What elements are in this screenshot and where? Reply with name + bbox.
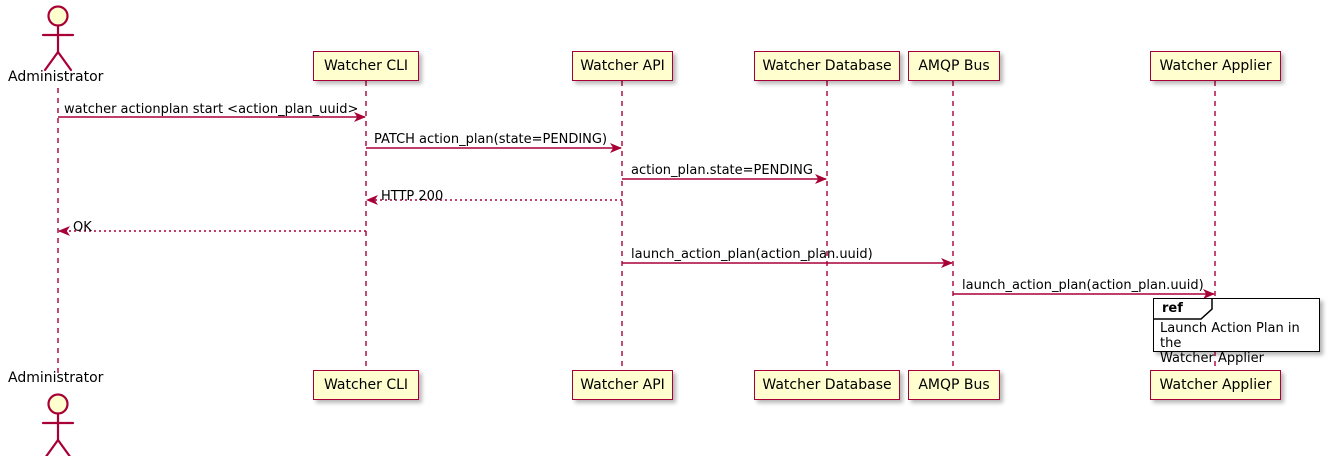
participant-label-watcher-applier-top: Watcher Applier [1159, 58, 1272, 74]
participant-box-watcher-cli-bottom[interactable]: Watcher CLI [313, 370, 419, 400]
actor-head-bottom [47, 393, 69, 415]
message-label-3: action_plan.state=PENDING [631, 163, 813, 178]
actor-leg-right-top [56, 50, 73, 72]
participant-label-administrator-top: Administrator [8, 69, 104, 85]
participant-box-watcher-database-bottom[interactable]: Watcher Database [754, 370, 900, 400]
message-label-4: HTTP 200 [381, 189, 444, 204]
participant-label-watcher-cli-bottom: Watcher CLI [323, 377, 409, 393]
participant-label-watcher-applier-bottom: Watcher Applier [1159, 377, 1272, 393]
actor-leg-left-bottom [45, 438, 60, 456]
actor-figures-group [41, 5, 75, 456]
message-label-5: OK [73, 220, 92, 235]
message-label-7: launch_action_plan(action_plan.uuid) [962, 278, 1204, 293]
participant-box-watcher-cli-top[interactable]: Watcher CLI [313, 51, 419, 81]
message-arrows-group [58, 112, 1215, 299]
participant-label-administrator-bottom: Administrator [8, 370, 104, 386]
fragment-text-line-1: Launch Action Plan in the [1160, 321, 1300, 351]
message-label-1: watcher actionplan start <action_plan_uu… [64, 102, 359, 117]
participant-label-watcher-api-bottom: Watcher API [580, 377, 665, 393]
participant-box-watcher-database-top[interactable]: Watcher Database [754, 51, 900, 81]
participant-box-amqp-bus-top[interactable]: AMQP Bus [908, 51, 1000, 81]
participant-label-watcher-database-top: Watcher Database [762, 58, 892, 74]
message-label-2: PATCH action_plan(state=PENDING) [374, 132, 608, 147]
participant-box-watcher-applier-top[interactable]: Watcher Applier [1150, 51, 1281, 81]
participant-label-amqp-bus-top: AMQP Bus [918, 58, 990, 74]
fragment-keyword-ref-launch-action-plan: ref [1154, 299, 1212, 319]
fragment-tab-outline-ref-launch-action-plan [1154, 299, 1213, 320]
fragment-tab-path-ref-launch-action-plan [1154, 299, 1213, 320]
actor-figure-bottom [41, 393, 75, 456]
fragment-text-line-2: Watcher Applier [1160, 351, 1264, 366]
message-label-6: launch_action_plan(action_plan.uuid) [631, 247, 873, 262]
participant-label-watcher-api-top: Watcher API [580, 58, 665, 74]
actor-head-top [47, 5, 69, 27]
actor-leg-left-top [43, 50, 60, 72]
participant-box-watcher-api-top[interactable]: Watcher API [572, 51, 673, 81]
participant-label-watcher-cli-top: Watcher CLI [323, 58, 409, 74]
participant-label-watcher-database-bottom: Watcher Database [762, 377, 892, 393]
participant-label-amqp-bus-bottom: AMQP Bus [918, 377, 990, 393]
actor-leg-right-bottom [56, 438, 71, 456]
lifelines-group [57, 81, 1216, 378]
participant-box-watcher-applier-bottom[interactable]: Watcher Applier [1150, 370, 1281, 400]
actor-figure-top [41, 5, 75, 72]
participant-box-amqp-bus-bottom[interactable]: AMQP Bus [908, 370, 1000, 400]
participant-box-watcher-api-bottom[interactable]: Watcher API [572, 370, 673, 400]
